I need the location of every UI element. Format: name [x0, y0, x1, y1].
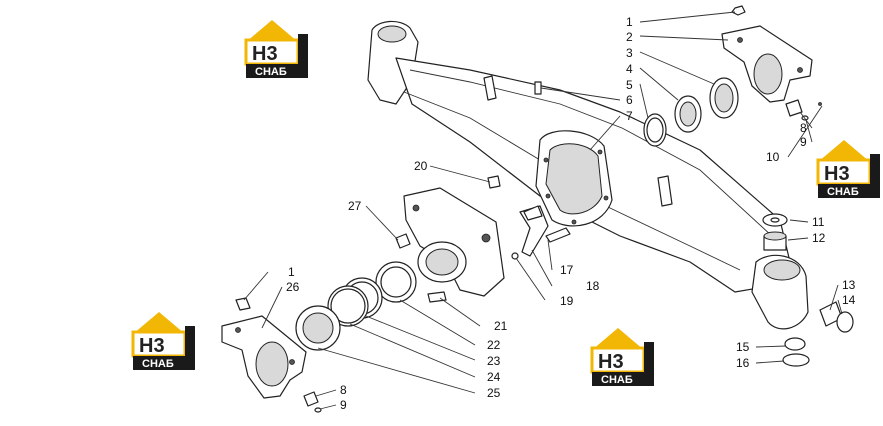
logo-mark: Н3 — [139, 335, 165, 357]
callout-22: 22 — [487, 338, 501, 352]
top-right-parts — [534, 5, 822, 147]
bottom-left-parts — [221, 297, 322, 413]
callout-23: 23 — [487, 354, 501, 368]
callout-25: 25 — [487, 386, 501, 400]
callout-26: 26 — [286, 280, 300, 294]
logo-text: СНАБ — [827, 186, 859, 198]
callout-2: 2 — [626, 30, 633, 44]
logo-bottom-left: Н3 СНАБ — [131, 310, 197, 372]
callout-12: 12 — [812, 231, 826, 245]
logo-text: СНАБ — [142, 358, 174, 370]
logo-mark: Н3 — [252, 43, 278, 65]
leader-lines — [243, 11, 843, 410]
callout-9-top: 9 — [800, 135, 807, 149]
right-lower-parts — [762, 213, 854, 367]
callout-16: 16 — [736, 356, 750, 370]
callout-27: 27 — [348, 199, 362, 213]
callout-21: 21 — [494, 319, 508, 333]
callout-11: 11 — [812, 215, 825, 229]
callout-6: 6 — [626, 93, 633, 107]
callout-9-bottom: 9 — [340, 398, 347, 412]
logo-mark: Н3 — [598, 351, 624, 373]
callout-20: 20 — [414, 159, 428, 173]
callout-18: 18 — [586, 279, 600, 293]
callout-14: 14 — [842, 293, 856, 307]
callout-8-top: 8 — [800, 121, 807, 135]
callout-1-top: 1 — [626, 15, 633, 29]
axle-housing — [367, 20, 809, 330]
callout-15: 15 — [736, 340, 750, 354]
callout-8-bottom: 8 — [340, 383, 347, 397]
callout-17: 17 — [560, 263, 574, 277]
callout-4: 4 — [626, 62, 633, 76]
logo-mark: Н3 — [824, 163, 850, 185]
logo-text: СНАБ — [601, 374, 633, 386]
callout-13: 13 — [842, 278, 856, 292]
logo-top-left: Н3 СНАБ — [244, 18, 310, 80]
callout-10: 10 — [766, 150, 780, 164]
callout-19: 19 — [560, 294, 574, 308]
callout-24: 24 — [487, 370, 501, 384]
logo-right: Н3 СНАБ — [816, 138, 882, 200]
knuckle-assembly — [395, 175, 571, 303]
callout-1-bottom: 1 — [288, 265, 295, 279]
seal-rings — [295, 261, 417, 351]
logo-bottom-center: Н3 СНАБ — [590, 326, 656, 388]
callout-labels: 1 2 3 4 5 6 7 8 9 10 11 12 13 14 15 16 1… — [286, 15, 856, 412]
callout-3: 3 — [626, 46, 633, 60]
logo-text: СНАБ — [255, 66, 287, 78]
callout-7: 7 — [626, 109, 633, 123]
callout-5: 5 — [626, 78, 633, 92]
